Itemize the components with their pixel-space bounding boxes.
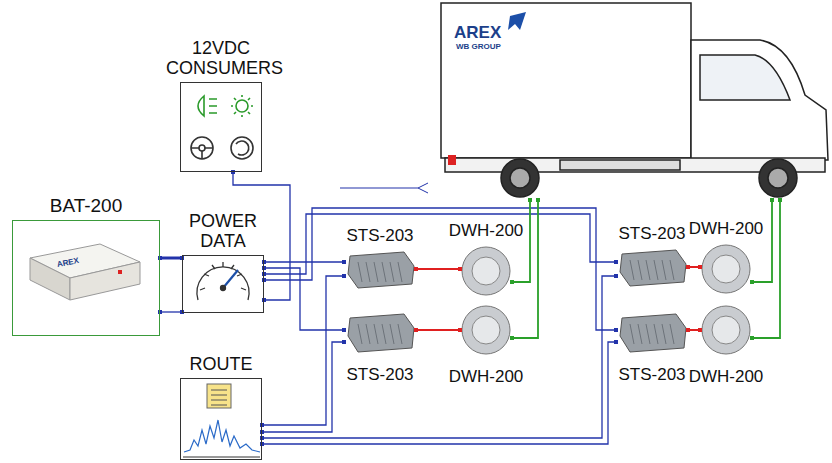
terminal: [260, 436, 264, 440]
consumer-icons: [191, 95, 253, 159]
terminal: [698, 265, 702, 269]
wire: [264, 261, 344, 262]
consumers-box: 12VDC CONSUMERS: [180, 82, 262, 172]
terminal: [778, 198, 782, 202]
terminal: [614, 328, 618, 332]
terminal: [414, 328, 418, 332]
route-drawing: [183, 384, 260, 457]
node-label: DWH-200: [449, 222, 524, 241]
node-label: BAT-200: [50, 196, 123, 217]
battery-drawing: [30, 244, 140, 300]
terminal: [614, 340, 618, 344]
terminal: [260, 430, 264, 434]
terminal: [262, 278, 266, 282]
node-label: POWER DATA: [183, 212, 263, 252]
sts-drawings: [348, 250, 686, 352]
node-label: DWH-200: [689, 220, 764, 239]
wire: [262, 342, 344, 432]
node-label: STS-203: [618, 225, 685, 244]
wheel-motor: DWH-200: [460, 304, 512, 356]
controller: STS-203: [616, 248, 688, 286]
terminal: [262, 260, 266, 264]
wire: [416, 268, 460, 270]
terminal: [614, 260, 618, 264]
terminal: [231, 170, 235, 174]
terminal: [342, 340, 346, 344]
wire: [264, 208, 616, 330]
terminal: [262, 298, 266, 302]
controller: STS-203: [616, 312, 688, 354]
wire: [752, 200, 772, 282]
terminal: [414, 267, 418, 271]
terminal: [536, 198, 540, 202]
terminal: [342, 274, 346, 278]
power-data-box: POWER DATA: [182, 255, 264, 313]
terminal: [528, 198, 532, 202]
wire: [160, 311, 182, 312]
terminal: [614, 274, 618, 278]
truck-drawing: [441, 3, 828, 197]
logo-text: AREX: [56, 257, 80, 270]
node-label: WB GROUP: [456, 43, 501, 52]
node-label: AREX: [454, 24, 501, 43]
wire: [512, 200, 530, 282]
wheel-motor: DWH-200: [700, 304, 752, 356]
sts-fins: [358, 260, 674, 344]
node-label: STS-203: [346, 227, 413, 246]
wire: [264, 268, 344, 330]
terminal: [510, 280, 514, 284]
wire: [160, 257, 182, 260]
route-box: ROUTE: [180, 378, 262, 460]
wire: [262, 342, 616, 444]
terminal: [510, 336, 514, 340]
gauge-drawing: [197, 262, 249, 300]
controller: STS-203: [344, 250, 416, 288]
wire: [262, 276, 616, 438]
node-label: 12VDC CONSUMERS: [166, 39, 276, 79]
terminal: [686, 328, 690, 332]
node-label: DWH-200: [449, 368, 524, 387]
wire: [416, 329, 460, 331]
node-label: ROUTE: [190, 355, 253, 375]
wire: [264, 214, 616, 274]
truck: AREXWB GROUP: [440, 2, 830, 200]
terminal: [458, 267, 462, 271]
terminal: [698, 328, 702, 332]
node-label: STS-203: [618, 366, 685, 385]
signal-line: [340, 187, 418, 188]
wheel-motor: DWH-200: [700, 243, 752, 295]
terminal: [158, 310, 162, 314]
terminal: [770, 198, 774, 202]
terminal: [342, 260, 346, 264]
terminal: [686, 265, 690, 269]
node-label: STS-203: [346, 366, 413, 385]
terminal: [750, 280, 754, 284]
terminal: [342, 328, 346, 332]
terminal: [262, 266, 266, 270]
terminal: [260, 442, 264, 446]
wheel-motor: DWH-200: [460, 245, 512, 297]
logo-mark: [508, 12, 526, 30]
terminal: [260, 423, 264, 427]
battery-box: BAT-200: [12, 220, 160, 336]
controller: STS-203: [344, 312, 416, 354]
signal-port: [418, 183, 428, 193]
wire: [512, 200, 538, 338]
terminal: [458, 328, 462, 332]
terminal: [262, 272, 266, 276]
terminal: [750, 336, 754, 340]
node-label: DWH-200: [689, 368, 764, 387]
terminal: [158, 256, 162, 260]
